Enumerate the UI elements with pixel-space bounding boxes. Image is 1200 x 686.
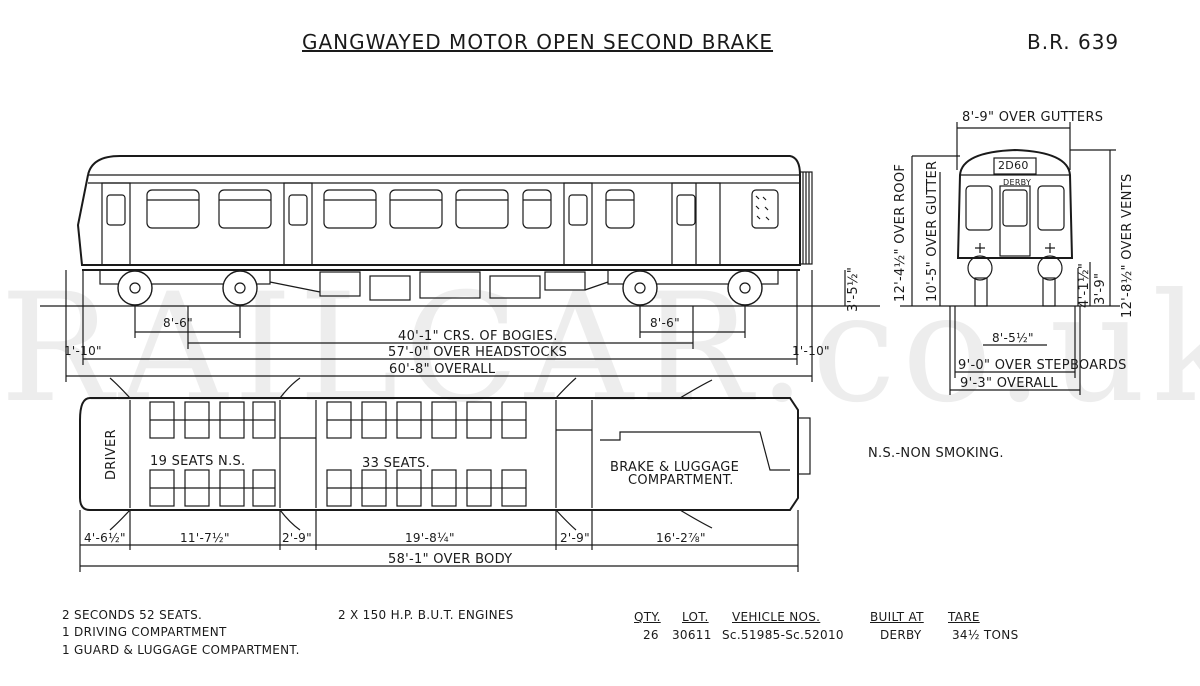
dim-crs-of-bogies: 40'-1" CRS. OF BOGIES. xyxy=(398,329,558,344)
dim-buffer-height: 3'-9" xyxy=(1093,272,1108,305)
table-cell-vehicle-nos: Sc.51985-Sc.52010 xyxy=(722,628,844,642)
dim-overhang-left: 1'-10" xyxy=(64,344,102,358)
accommodation-line-3: 1 GUARD & LUGGAGE COMPARTMENT. xyxy=(62,643,300,657)
plan-note-non-smoking: N.S.-NON SMOKING. xyxy=(868,446,1004,461)
dim-headstock-height: 3'-5½" xyxy=(846,266,861,312)
end-elevation xyxy=(900,122,1120,395)
dim-overhang-right: 1'-10" xyxy=(792,344,830,358)
plan-seats-main-label: 33 SEATS. xyxy=(362,456,431,471)
plan-driver-label: DRIVER xyxy=(104,429,119,480)
dim-overall-width: 9'-3" OVERALL xyxy=(960,376,1058,391)
dim-bogie-wheelbase-left: 8'-6" xyxy=(163,316,193,330)
dim-bogie-wheelbase-right: 8'-6" xyxy=(650,316,680,330)
plan-brake-label-1: BRAKE & LUGGAGE xyxy=(610,460,740,475)
side-elevation xyxy=(40,155,880,382)
engines-label: 2 X 150 H.P. B.U.T. ENGINES xyxy=(338,608,514,622)
plan-dim-vestibule-1: 2'-9" xyxy=(282,531,312,545)
dim-overall: 60'-8" OVERALL xyxy=(389,362,496,377)
accommodation-line-2: 1 DRIVING COMPARTMENT xyxy=(62,625,227,639)
table-cell-lot: 30611 xyxy=(672,628,712,642)
table-header-vehicle-nos: VEHICLE NoS. xyxy=(732,610,821,624)
accommodation-line-1: 2 SECONDS 52 SEATS. xyxy=(62,608,203,622)
dim-over-stepboards: 9'-0" OVER STEPBOARDS xyxy=(958,358,1127,373)
diagram-code: B.R. 639 xyxy=(1027,30,1120,54)
destination-blind: DERBY xyxy=(1003,178,1032,187)
dim-bogie-gauge: 8'-5½" xyxy=(992,331,1034,345)
dim-over-gutters: 8'-9" OVER GUTTERS xyxy=(962,110,1104,125)
table-cell-tare: 34½ TONS xyxy=(952,628,1019,642)
plan-view xyxy=(79,377,811,572)
table-cell-qty: 26 xyxy=(643,628,659,642)
table-header-tare: TARE xyxy=(948,610,980,624)
table-header-built-at: BUILT AT xyxy=(870,610,924,624)
diagram-title: GANGWAYED MOTOR OPEN SECOND BRAKE xyxy=(302,30,774,54)
table-header-qty: QTY. xyxy=(634,610,661,624)
table-header-lot: LOT. xyxy=(682,610,709,624)
plan-dim-vestibule-2: 2'-9" xyxy=(560,531,590,545)
plan-dim-ns-saloon: 11'-7½" xyxy=(180,531,230,545)
dim-over-headstocks: 57'-0" OVER HEADSTOCKS xyxy=(388,345,568,360)
plan-seats-ns-label: 19 SEATS N.S. xyxy=(150,454,246,469)
dim-buffer-centres-height: 4'-1½" xyxy=(1077,262,1092,308)
plan-dim-driver: 4'-6½" xyxy=(84,531,126,545)
plan-dim-over-body: 58'-1" OVER BODY xyxy=(388,552,513,567)
plan-brake-label-2: COMPARTMENT. xyxy=(628,473,734,488)
dim-over-roof: 12'-4½" OVER ROOF xyxy=(893,163,908,302)
plan-dim-brake: 16'-2⅞" xyxy=(656,531,706,545)
dim-over-vents: 12'-8½" OVER VENTS xyxy=(1120,173,1135,319)
dim-over-gutter: 10'-5" OVER GUTTER xyxy=(925,160,940,302)
headcode-panel: 2D60 xyxy=(998,159,1029,172)
plan-dim-main-saloon: 19'-8¼" xyxy=(405,531,455,545)
table-cell-built-at: DERBY xyxy=(880,628,922,642)
